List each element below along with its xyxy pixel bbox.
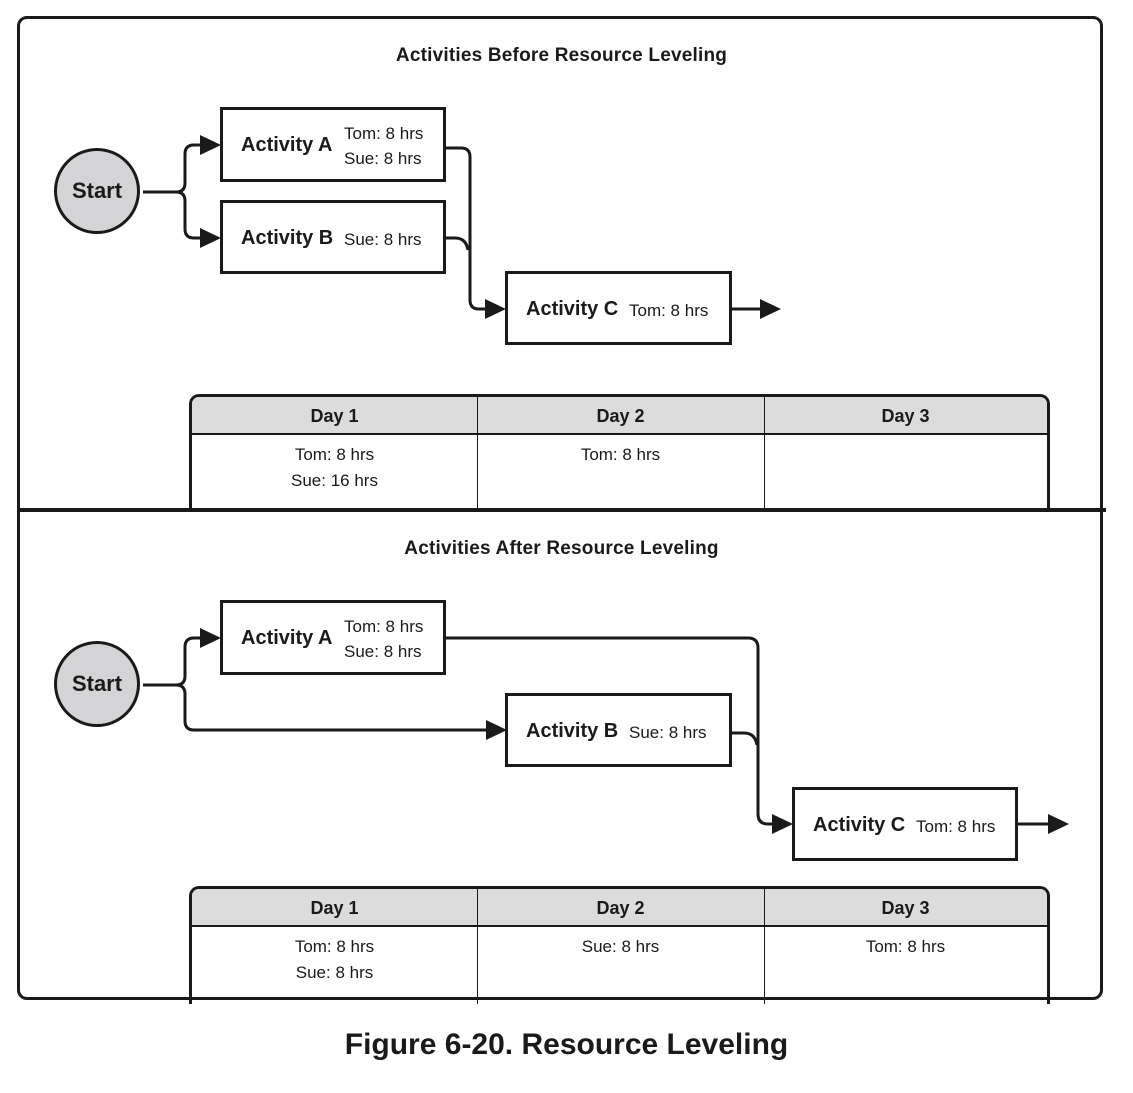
- after-activity-a-res1: Tom: 8 hrs: [344, 617, 424, 636]
- before-day-3-header: Day 3: [881, 406, 930, 426]
- after-day-table-divider-1: [477, 889, 478, 1004]
- after-day-3-line1: Tom: 8 hrs: [865, 937, 946, 956]
- after-day-table: Day 1 Tom: 8 hrs Sue: 8 hrs Day 2 Sue: 8…: [189, 886, 1050, 1004]
- after-arrow-out-of-c: [1048, 814, 1069, 834]
- before-b-to-c-connector: [445, 236, 470, 251]
- after-start-node: Start: [54, 641, 140, 727]
- before-activity-a-res2: Sue: 8 hrs: [344, 149, 422, 168]
- after-day-3-header: Day 3: [881, 898, 930, 918]
- before-day-3-column: Day 3: [764, 397, 1047, 512]
- after-activity-b: Activity B Sue: 8 hrs: [505, 693, 732, 767]
- after-day-1-line2: Sue: 8 hrs: [295, 963, 374, 982]
- before-activity-b-name: Activity B: [241, 227, 334, 249]
- before-day-1-header: Day 1: [310, 406, 359, 426]
- before-day-table-divider-2: [764, 397, 765, 512]
- before-day-2-line1: Tom: 8 hrs: [580, 445, 661, 464]
- before-day-1-line1: Tom: 8 hrs: [294, 445, 375, 464]
- after-activity-c-name: Activity C: [813, 814, 906, 836]
- before-activity-a: Activity A Tom: 8 hrs Sue: 8 hrs: [220, 107, 446, 182]
- before-activity-b: Activity B Sue: 8 hrs: [220, 200, 446, 274]
- figure-caption: Figure 6-20. Resource Leveling: [344, 1028, 789, 1061]
- after-section-title: Activities After Resource Leveling: [404, 538, 719, 559]
- after-day-2-column: Day 2 Sue: 8 hrs: [477, 889, 764, 1004]
- after-start-to-b-connector: [175, 683, 496, 732]
- after-day-3-cell: Tom: 8 hrs: [764, 934, 1047, 960]
- after-day-2-line1: Sue: 8 hrs: [581, 937, 660, 956]
- after-day-1-line1: Tom: 8 hrs: [294, 937, 375, 956]
- after-activity-b-res1: Sue: 8 hrs: [629, 723, 707, 742]
- before-start-label: Start: [71, 178, 123, 203]
- before-section-title: Activities Before Resource Leveling: [395, 45, 728, 66]
- after-activity-b-name: Activity B: [526, 720, 619, 742]
- before-activity-b-res1: Sue: 8 hrs: [344, 230, 422, 249]
- after-b-to-c-connector: [731, 731, 759, 746]
- after-activity-a-res2: Sue: 8 hrs: [344, 642, 422, 661]
- before-day-2-header: Day 2: [596, 406, 645, 426]
- before-day-1-line2: Sue: 16 hrs: [291, 471, 378, 490]
- after-arrow-into-c: [772, 814, 793, 834]
- after-day-1-header: Day 1: [310, 898, 359, 918]
- section-divider: [17, 508, 1106, 512]
- before-day-2-cell: Tom: 8 hrs: [477, 442, 764, 468]
- after-arrow-into-a: [200, 628, 221, 648]
- after-day-1-cell: Tom: 8 hrs Sue: 8 hrs: [192, 934, 477, 986]
- before-activity-a-res1: Tom: 8 hrs: [344, 124, 424, 143]
- before-activity-a-name: Activity A: [241, 134, 333, 156]
- before-activity-c: Activity C Tom: 8 hrs: [505, 271, 732, 345]
- after-day-2-cell: Sue: 8 hrs: [477, 934, 764, 960]
- after-day-1-column: Day 1 Tom: 8 hrs Sue: 8 hrs: [192, 889, 477, 1004]
- before-arrow-out-of-c: [760, 299, 781, 319]
- after-day-2-header: Day 2: [596, 898, 645, 918]
- after-day-table-header-row: [192, 889, 1047, 927]
- after-activity-a-name: Activity A: [241, 627, 333, 649]
- before-day-table-divider-1: [477, 397, 478, 512]
- before-arrow-into-c: [485, 299, 506, 319]
- before-start-to-b-connector: [175, 190, 211, 240]
- before-day-table-header-row: [192, 397, 1047, 435]
- before-arrow-into-a: [200, 135, 221, 155]
- before-activity-c-name: Activity C: [526, 298, 619, 320]
- before-day-1-cell: Tom: 8 hrs Sue: 16 hrs: [192, 442, 477, 494]
- before-arrow-into-b: [200, 228, 221, 248]
- after-arrow-into-b: [486, 720, 507, 740]
- before-day-1-column: Day 1 Tom: 8 hrs Sue: 16 hrs: [192, 397, 477, 512]
- after-day-3-column: Day 3 Tom: 8 hrs: [764, 889, 1047, 1004]
- after-activity-c-res1: Tom: 8 hrs: [916, 817, 996, 836]
- after-a-to-c-connector: [445, 636, 782, 826]
- before-day-2-column: Day 2 Tom: 8 hrs: [477, 397, 764, 512]
- before-day-table: Day 1 Tom: 8 hrs Sue: 16 hrs Day 2 Tom: …: [189, 394, 1050, 512]
- before-a-to-c-connector: [445, 146, 495, 311]
- after-day-table-divider-2: [764, 889, 765, 1004]
- after-activity-c: Activity C Tom: 8 hrs: [792, 787, 1018, 861]
- before-activity-c-res1: Tom: 8 hrs: [629, 301, 709, 320]
- after-start-label: Start: [71, 671, 123, 696]
- after-activity-a: Activity A Tom: 8 hrs Sue: 8 hrs: [220, 600, 446, 675]
- before-start-node: Start: [54, 148, 140, 234]
